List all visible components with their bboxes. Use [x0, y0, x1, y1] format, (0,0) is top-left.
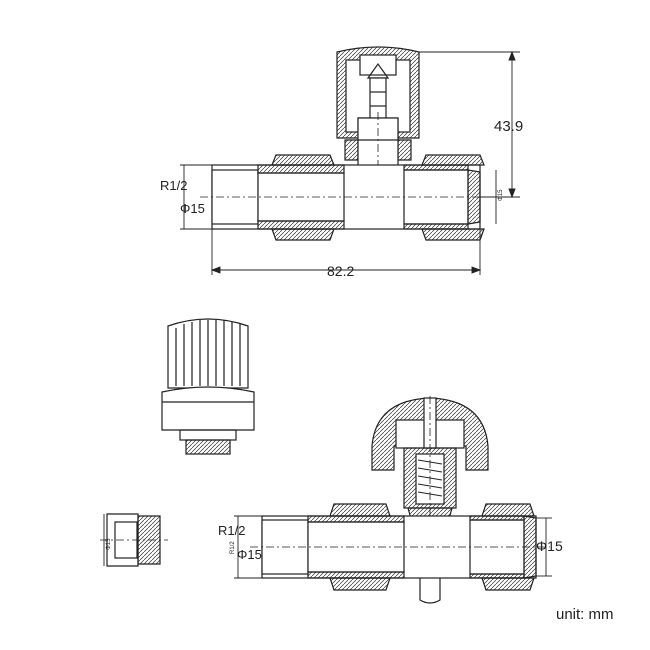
top-pipe-diameter-label: Φ15 [180, 201, 205, 216]
top-small-pipe-label: Φ15 [498, 189, 504, 201]
unit-label: unit: mm [556, 606, 614, 623]
top-body [200, 154, 495, 241]
thermostatic-head [161, 318, 255, 455]
bottom-dimensions [103, 514, 552, 579]
adapter-pipe-label: Φ15 [106, 538, 112, 550]
bottom-small-thread-label: R1/2 [230, 541, 236, 554]
top-valve-drawing [180, 46, 520, 275]
bottom-valve-drawing [103, 396, 552, 604]
bottom-thread-label: R1/2 [218, 523, 245, 538]
bottom-pipe-diameter-label: Φ15 [237, 547, 262, 562]
top-length-dimension-label: 82.2 [327, 263, 354, 279]
top-height-dimension-label: 43.9 [494, 118, 523, 135]
small-adapter [100, 513, 168, 567]
top-bonnet [344, 112, 412, 225]
bottom-right-pipe-label: Φ15 [536, 538, 563, 554]
top-dimensions [180, 50, 520, 275]
top-thread-label: R1/2 [160, 178, 187, 193]
